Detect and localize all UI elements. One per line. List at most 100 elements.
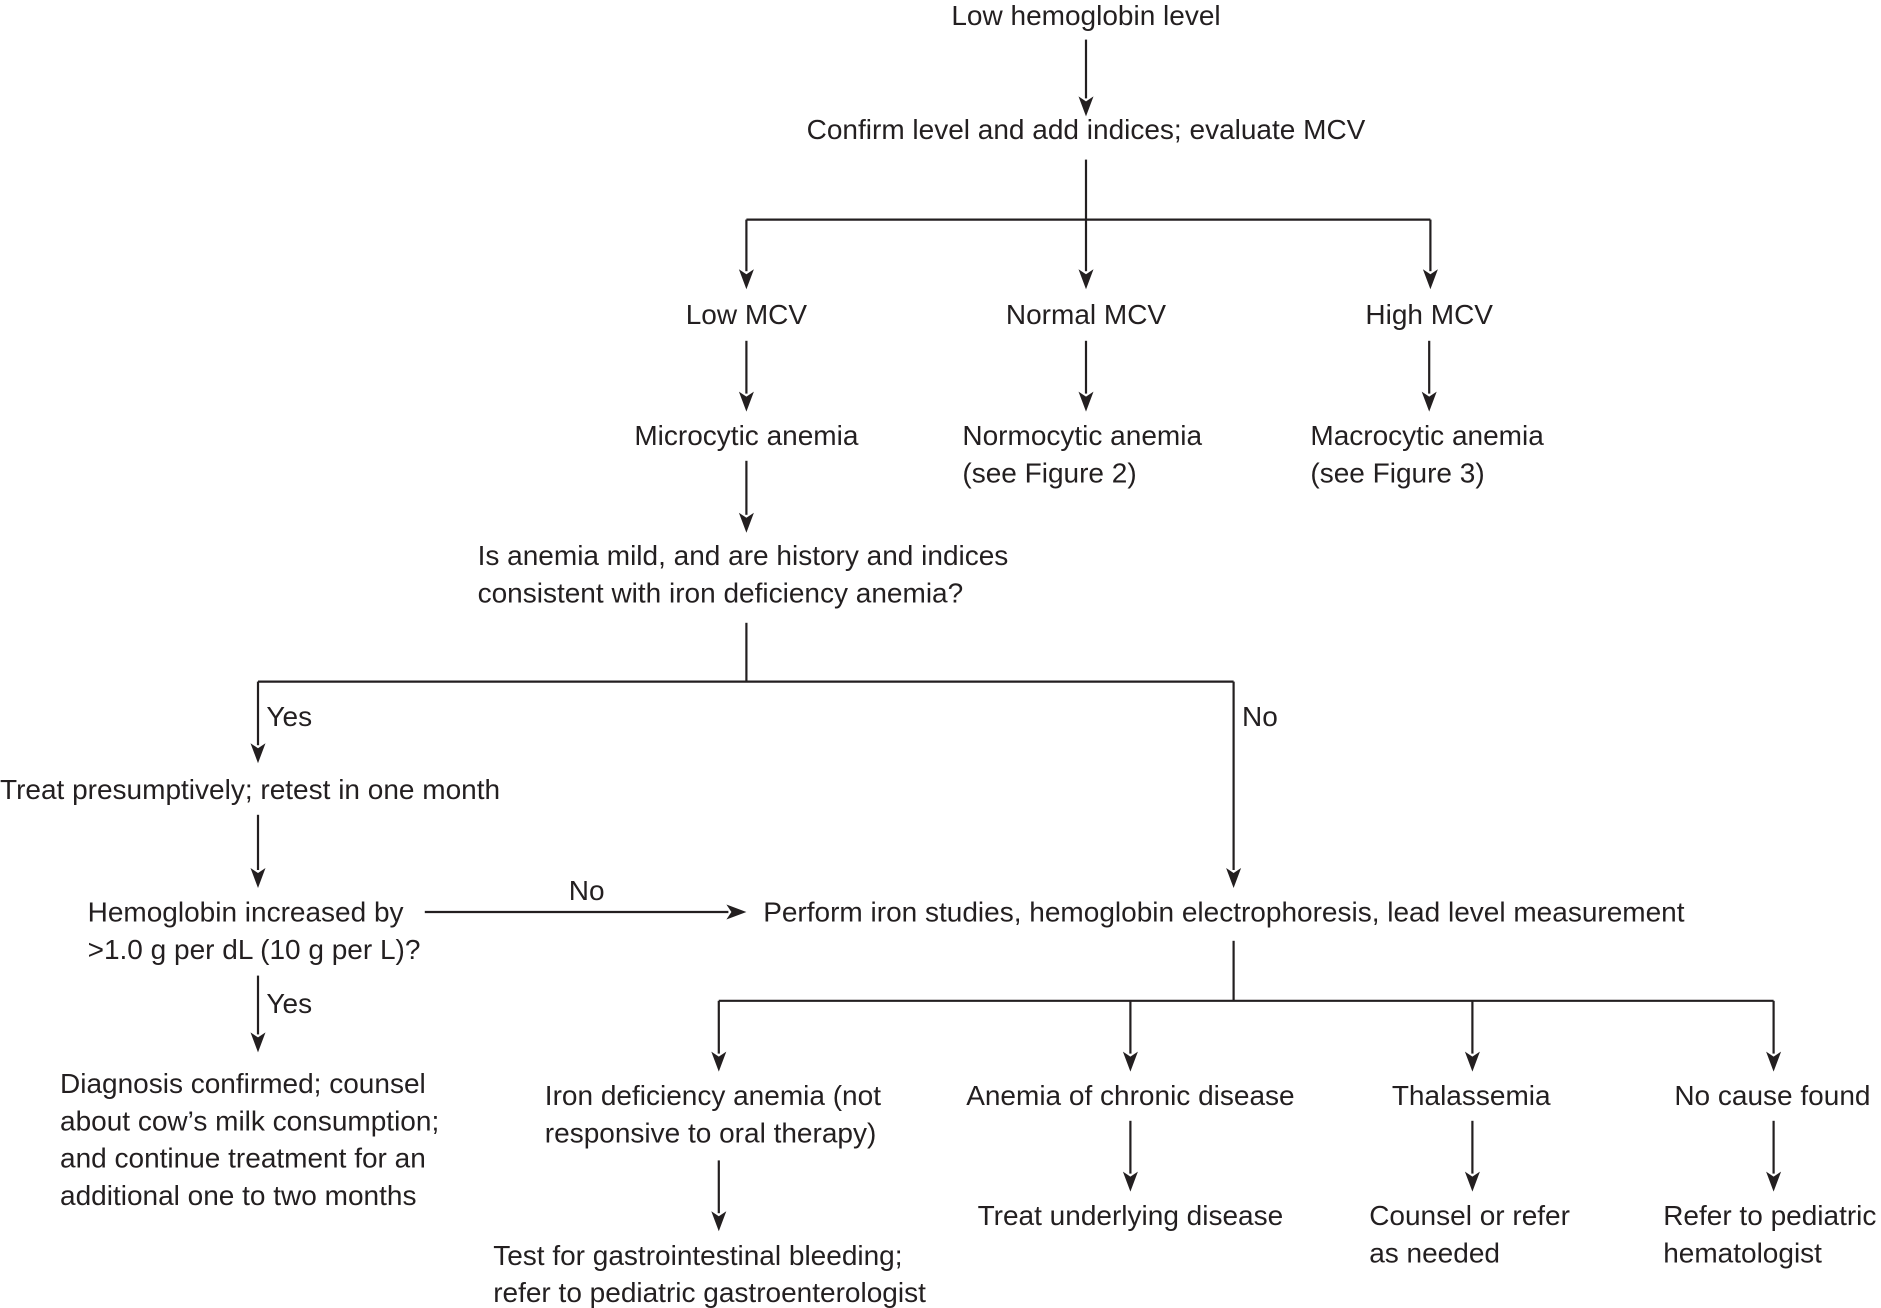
- flow-arrow: [424, 904, 747, 920]
- node-text-line: Counsel or refer: [1369, 1200, 1570, 1231]
- node-chronic-disease: Anemia of chronic disease: [966, 1080, 1294, 1111]
- node-test-gi: Test for gastrointestinal bleeding; refer…: [493, 1240, 926, 1308]
- flow-arrow: [738, 340, 754, 412]
- node-text-line: responsive to oral therapy): [545, 1117, 877, 1148]
- node-no-cause: No cause found: [1674, 1080, 1870, 1111]
- node-normal-mcv: Normal MCV: [1006, 299, 1167, 330]
- arrow-head: [738, 512, 754, 533]
- node-text-line: Hemoglobin increased by: [88, 897, 404, 928]
- node-hgb-increased: Hemoglobin increased by >1.0 g per dL (10…: [88, 897, 421, 965]
- flow-arrow: [711, 1032, 727, 1072]
- flow-arrow: [250, 814, 266, 888]
- arrow-head: [726, 904, 747, 920]
- node-text-line: High MCV: [1365, 299, 1493, 330]
- node-macrocytic: Macrocytic anemia (see Figure 3): [1310, 420, 1544, 488]
- node-text-line: refer to pediatric gastroenterologist: [493, 1277, 926, 1308]
- arrow-head: [1422, 269, 1438, 290]
- node-low-hgb: Low hemoglobin level: [951, 0, 1220, 31]
- node-treat-presumptively: Treat presumptively; retest in one month: [0, 774, 500, 805]
- node-text-line: Is anemia mild, and are history and indi…: [478, 540, 1009, 571]
- arrow-head: [738, 269, 754, 290]
- node-text-line: Thalassemia: [1392, 1080, 1551, 1111]
- node-text-line: Treat underlying disease: [978, 1200, 1284, 1231]
- node-text-line: additional one to two months: [60, 1180, 416, 1211]
- node-text-line: Normal MCV: [1006, 299, 1167, 330]
- edge-label-no-retest: No: [569, 875, 605, 906]
- flow-arrow: [1122, 1120, 1138, 1192]
- flow-arrow: [1766, 1032, 1782, 1072]
- arrow-head: [1122, 1051, 1138, 1072]
- flow-arrow: [1421, 340, 1437, 412]
- node-text-line: Diagnosis confirmed; counsel: [60, 1068, 426, 1099]
- node-perform-studies: Perform iron studies, hemoglobin electro…: [763, 897, 1685, 928]
- edge-label-yes-confirmed: Yes: [266, 988, 312, 1019]
- node-text-line: Microcytic anemia: [634, 420, 858, 451]
- node-diagnosis-confirmed: Diagnosis confirmed; counsel about cow’s …: [60, 1068, 439, 1211]
- edge-label-no-studies: No: [1242, 701, 1278, 732]
- flow-arrow: [1078, 340, 1094, 412]
- arrow-head: [1421, 391, 1437, 412]
- flow-arrow: [1078, 39, 1094, 117]
- flow-arrow: [1422, 264, 1438, 290]
- arrow-head: [250, 868, 266, 888]
- arrow-head: [711, 1051, 727, 1072]
- arrow-head: [1464, 1171, 1480, 1192]
- node-iron-deficiency: Iron deficiency anemia (not responsive to…: [545, 1080, 881, 1148]
- node-thalassemia: Thalassemia: [1392, 1080, 1551, 1111]
- node-text-line: >1.0 g per dL (10 g per L)?: [88, 934, 421, 965]
- node-text-line: consistent with iron deficiency anemia?: [478, 577, 964, 608]
- node-high-mcv: High MCV: [1365, 299, 1493, 330]
- arrow-head: [711, 1211, 727, 1232]
- arrow-head: [1078, 96, 1094, 117]
- flow-arrow: [1464, 1032, 1480, 1072]
- node-microcytic: Microcytic anemia: [634, 420, 858, 451]
- node-confirm: Confirm level and add indices; evaluate …: [807, 114, 1366, 145]
- node-text-line: as needed: [1369, 1237, 1500, 1268]
- node-text-line: Anemia of chronic disease: [966, 1080, 1294, 1111]
- node-text-line: and continue treatment for an: [60, 1143, 426, 1174]
- node-text-line: Low MCV: [686, 299, 808, 330]
- node-treat-underlying: Treat underlying disease: [978, 1200, 1284, 1231]
- arrow-head: [1766, 1051, 1782, 1072]
- flow-arrow: [711, 1160, 727, 1232]
- node-text-line: Test for gastrointestinal bleeding;: [493, 1240, 902, 1271]
- node-text-line: Macrocytic anemia: [1310, 420, 1544, 451]
- node-text-line: about cow’s milk consumption;: [60, 1105, 439, 1136]
- arrow-head: [738, 391, 754, 412]
- flow-arrow: [1226, 852, 1242, 888]
- node-text-line: No cause found: [1674, 1080, 1870, 1111]
- arrow-head: [250, 1032, 266, 1053]
- flow-arrow: [250, 732, 266, 764]
- flow-arrow: [250, 975, 266, 1053]
- arrow-head: [1226, 868, 1242, 888]
- arrow-head: [1766, 1171, 1782, 1192]
- node-text-line: (see Figure 2): [962, 457, 1136, 488]
- node-text-line: Perform iron studies, hemoglobin electro…: [763, 897, 1685, 928]
- node-text-line: hematologist: [1663, 1237, 1822, 1268]
- node-low-mcv: Low MCV: [686, 299, 808, 330]
- node-normocytic: Normocytic anemia (see Figure 2): [962, 420, 1202, 488]
- flow-arrow: [1122, 1032, 1138, 1072]
- node-text-line: (see Figure 3): [1310, 457, 1484, 488]
- arrow-head: [1122, 1171, 1138, 1192]
- node-text-line: Refer to pediatric: [1663, 1200, 1876, 1231]
- node-text-line: Low hemoglobin level: [951, 0, 1220, 31]
- arrow-head: [1078, 269, 1094, 290]
- flow-arrow: [738, 460, 754, 533]
- flow-arrow: [1464, 1120, 1480, 1192]
- arrow-head: [250, 743, 266, 764]
- flow-arrow: [1766, 1120, 1782, 1192]
- node-text-line: Confirm level and add indices; evaluate …: [807, 114, 1366, 145]
- node-mild-question: Is anemia mild, and are history and indi…: [478, 540, 1009, 608]
- edge-label-yes-treat: Yes: [266, 701, 312, 732]
- node-text-line: Normocytic anemia: [962, 420, 1202, 451]
- node-counsel-refer: Counsel or refer as needed: [1369, 1200, 1570, 1268]
- node-refer-hematologist: Refer to pediatric hematologist: [1663, 1200, 1876, 1268]
- flow-arrow: [738, 264, 754, 290]
- node-text-line: Iron deficiency anemia (not: [545, 1080, 881, 1111]
- arrow-head: [1078, 391, 1094, 412]
- arrow-head: [1464, 1051, 1480, 1072]
- flow-arrow: [1078, 219, 1094, 290]
- node-text-line: Treat presumptively; retest in one month: [0, 774, 500, 805]
